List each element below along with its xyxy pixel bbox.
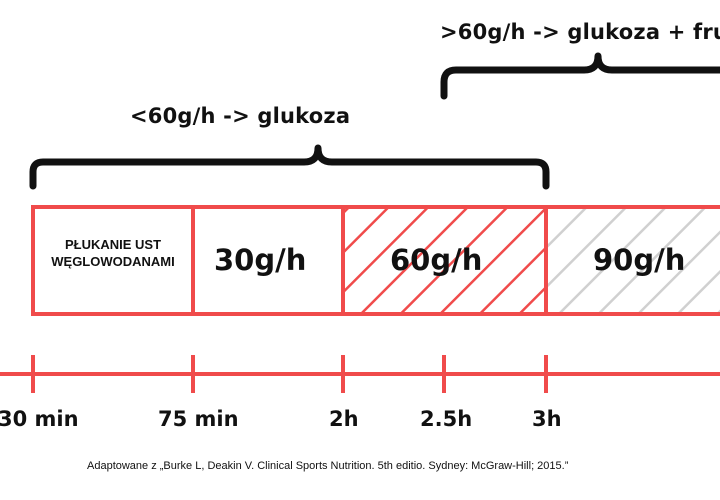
tick-label-2-5h: 2.5h [420,407,473,431]
segment-90-hatch [546,207,720,314]
tick-label-2h: 2h [329,407,359,431]
segment-box-90 [546,205,720,316]
segment-label-60: 60g/h [390,243,483,277]
segment-label-30: 30g/h [214,243,307,277]
tick-label-3h: 3h [532,407,562,431]
tick-label-75min: 75 min [158,407,239,431]
segment-label-90: 90g/h [593,243,686,277]
source-caption: Adaptowane z „Burke L, Deakin V. Clinica… [87,460,569,472]
segment-box-60 [341,205,548,316]
segment-60-hatch [343,207,546,314]
tick-label-30min: 30 min [0,407,79,431]
segment-label-rinse: PŁUKANIE UST WĘGLOWODANAMI [51,237,175,269]
brace-glucose [29,144,550,190]
range-label-mixed: >60g/h -> glukoza + fru [440,20,720,44]
brace-mixed [440,52,720,100]
range-label-glucose: <60g/h -> glukoza [130,104,351,128]
